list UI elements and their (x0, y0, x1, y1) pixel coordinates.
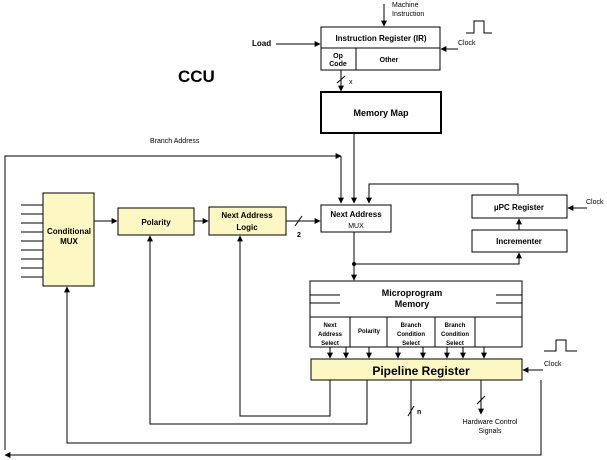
bus-x-slash (336, 75, 346, 84)
ir-clock-label: Clock (458, 40, 476, 47)
load-label: Load (252, 39, 271, 48)
polarity-block: Polarity (117, 207, 195, 236)
memory-map-label: Memory Map (353, 108, 409, 118)
conditional-mux-line2: MUX (60, 237, 78, 246)
ir-clock-waveform-icon (466, 20, 492, 34)
hardware-control-label-line2: Signals (479, 428, 502, 435)
microprogram-to-pipeline-arrows (327, 347, 487, 359)
field-branch-condition-select-1-line1: Branch (401, 323, 422, 329)
field-next-address-select-line1: Next (323, 323, 336, 329)
next-address-mux-line1: Next Address (330, 210, 382, 219)
field-branch-condition-select-1-line2: Condition (397, 332, 425, 338)
hardware-control-slash (476, 395, 486, 405)
microprogram-memory-title-line2: Memory (395, 299, 430, 309)
next-address-logic-line1: Next Address (221, 211, 273, 220)
pipeline-clock-waveform-icon (544, 339, 577, 352)
branch-address-output-line (4, 380, 542, 458)
instruction-register-title: Instruction Register (IR) (335, 34, 426, 43)
pipeline-register-label: Pipeline Register (372, 364, 470, 378)
feedback-next-address-select-line (237, 235, 331, 417)
field-polarity: Polarity (358, 329, 381, 335)
field-branch-condition-select-1-line3: Select (402, 341, 420, 347)
machine-instruction-label-line2: Instruction (392, 11, 424, 18)
other-field-label: Other (380, 57, 399, 64)
pipeline-register-block: Pipeline Register (310, 358, 523, 381)
next-address-logic-block: Next Address Logic (208, 206, 287, 236)
branch-address-loop-line (4, 153, 342, 450)
feedback-polarity-line (147, 235, 368, 425)
incrementer-label: Incrementer (496, 237, 542, 246)
bus-n-label: n (417, 409, 421, 416)
hardware-control-label-line1: Hardware Control (463, 419, 518, 426)
opcode-label-line2: Code (329, 61, 347, 68)
conditional-mux-block: Conditional MUX (42, 192, 95, 287)
microprogram-memory-block: Microprogram Memory Next Address Select … (309, 280, 523, 348)
diagram-title: CCU (178, 67, 215, 86)
machine-instruction-label-line1: Machine (392, 2, 419, 9)
incrementer-block: Incrementer (471, 229, 568, 253)
field-next-address-select-line3: Select (321, 341, 339, 347)
field-branch-condition-select-2-line2: Condition (441, 332, 469, 338)
next-address-logic-line2: Logic (236, 223, 258, 232)
conditional-mux-input-lines (21, 204, 43, 278)
next-address-mux-block: Next Address MUX (320, 204, 392, 233)
bus-2-slash (294, 215, 303, 227)
upc-register-label: µPC Register (494, 203, 544, 212)
polarity-label: Polarity (141, 218, 171, 227)
next-address-mux-line2: MUX (348, 223, 364, 230)
memory-map-block: Memory Map (320, 91, 442, 134)
bus-n-slash (407, 405, 415, 417)
microprogram-memory-title-line1: Microprogram (382, 288, 443, 298)
pipeline-clock-label: Clock (544, 361, 562, 368)
branch-address-label: Branch Address (150, 138, 200, 145)
upc-feedback-line (366, 183, 519, 204)
upc-register-block: µPC Register (471, 194, 568, 219)
field-branch-condition-select-2-line3: Select (446, 341, 464, 347)
instruction-register-block: Instruction Register (IR) Op Code Other (320, 26, 441, 71)
opcode-label-line1: Op (333, 53, 343, 60)
conditional-mux-line1: Conditional (47, 227, 91, 236)
field-next-address-select-line2: Address (318, 332, 343, 338)
upc-clock-label: Clock (586, 199, 604, 206)
mux-to-incrementer-line (354, 252, 522, 265)
bus-2-label: 2 (297, 232, 301, 239)
field-branch-condition-select-2-line1: Branch (445, 323, 466, 329)
bus-x-label: x (349, 79, 353, 86)
